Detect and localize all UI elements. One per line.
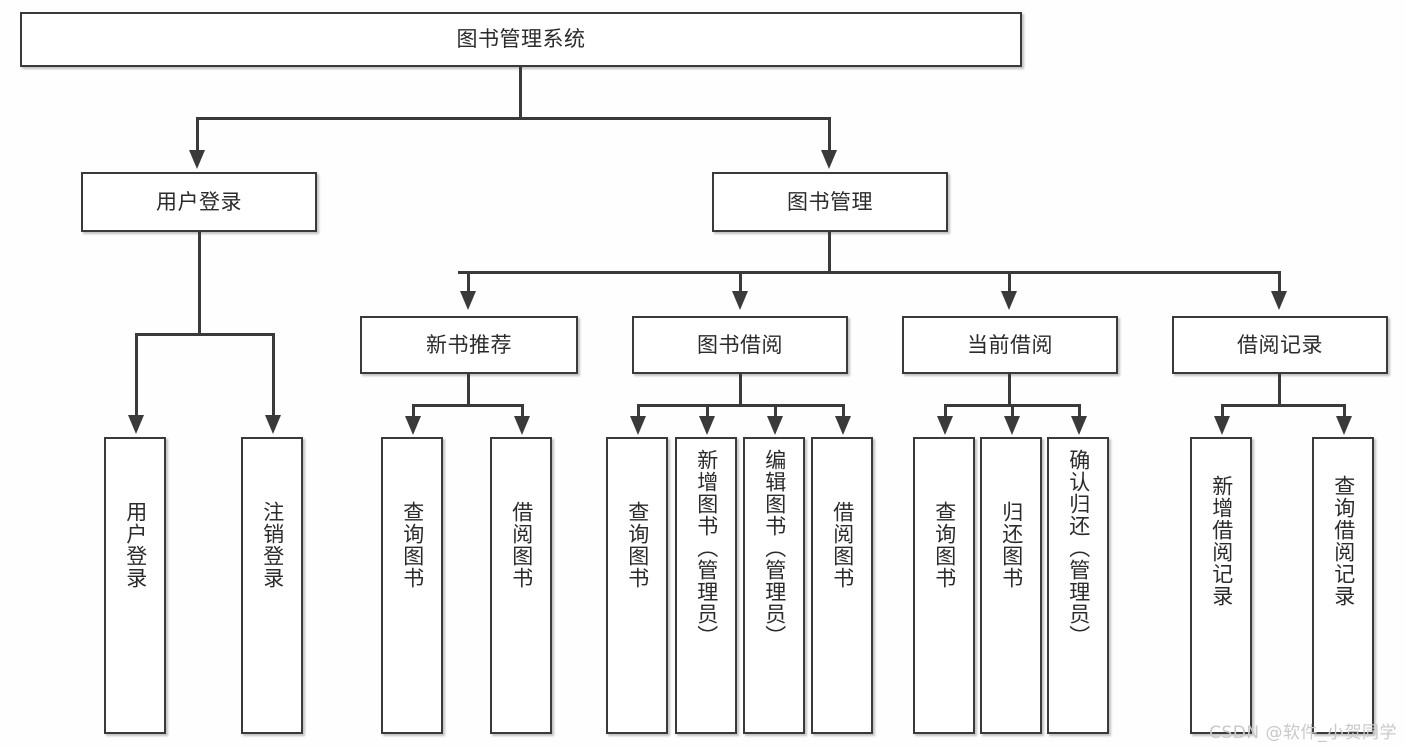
connector-borrow-record-child-1 (1221, 404, 1224, 418)
connector-book-manage-bar (458, 271, 1281, 274)
leaf-book-borrow-add[interactable]: 新增图书（管理员） (675, 437, 737, 734)
node-label: 查询图书 (400, 501, 425, 589)
arrow-book-borrow-child-4 (835, 416, 851, 435)
node-label: 归还图书 (999, 501, 1024, 589)
arrow-borrow-record-child-1 (1214, 416, 1230, 435)
node-label: 查询借阅记录 (1331, 475, 1356, 607)
connector-to-user-login (196, 117, 199, 152)
connector-book-borrow-stem (739, 374, 742, 406)
arrow-book-manage-child-2 (732, 291, 748, 310)
node-label: 借阅图书 (830, 501, 855, 589)
connector-book-borrow-child-2 (706, 404, 709, 418)
connector-borrow-record-bar (1221, 404, 1346, 407)
node-label: 图书管理 (787, 189, 873, 214)
arrow-book-manage-child-3 (1001, 291, 1017, 310)
connector-user-login-bar (135, 333, 275, 336)
arrow-borrow-record-child-2 (1336, 416, 1352, 435)
arrow-book-manage-child-1 (460, 291, 476, 310)
arrow-user-login-child-2 (265, 415, 281, 434)
node-label: 编辑图书（管理员） (762, 449, 787, 647)
arrow-book-borrow-child-2 (699, 416, 715, 435)
connector-new-book-stem (467, 374, 470, 406)
node-new-book-recommend[interactable]: 新书推荐 (360, 316, 578, 374)
node-label: 新增图书（管理员） (694, 449, 719, 647)
arrow-new-book-child-1 (405, 416, 421, 435)
leaf-book-borrow-borrow[interactable]: 借阅图书 (811, 437, 873, 734)
arrow-current-borrow-child-2 (1004, 416, 1020, 435)
node-label: 查询图书 (932, 501, 957, 589)
connector-book-manage-child-2 (739, 271, 742, 293)
node-root-system[interactable]: 图书管理系统 (20, 12, 1022, 67)
arrow-book-borrow-child-3 (767, 416, 783, 435)
connector-root-stem (519, 67, 522, 117)
connector-borrow-record-child-2 (1343, 404, 1346, 418)
leaf-user-login-login[interactable]: 用户登录 (104, 437, 166, 734)
node-label: 查询图书 (625, 501, 650, 589)
node-borrow-record[interactable]: 借阅记录 (1172, 316, 1388, 374)
connector-user-login-child-2 (272, 333, 275, 417)
connector-current-borrow-child-2 (1011, 404, 1014, 418)
node-label: 新书推荐 (426, 332, 512, 357)
arrow-to-user-login (189, 150, 205, 169)
node-label: 当前借阅 (967, 332, 1053, 357)
connector-new-book-child-1 (412, 404, 415, 418)
node-label: 用户登录 (156, 189, 242, 214)
node-label: 图书借阅 (697, 332, 783, 357)
connector-user-login-child-1 (135, 333, 138, 417)
leaf-current-borrow-query[interactable]: 查询图书 (913, 437, 975, 734)
connector-new-book-child-2 (521, 404, 524, 418)
connector-new-book-bar (412, 404, 524, 407)
connector-book-borrow-child-3 (774, 404, 777, 418)
leaf-current-borrow-confirm-return[interactable]: 确认归还（管理员） (1047, 437, 1109, 734)
connector-user-login-stem (198, 232, 201, 335)
node-label: 用户登录 (123, 501, 148, 589)
connector-current-borrow-stem (1008, 374, 1011, 406)
node-label: 借阅记录 (1237, 332, 1323, 357)
connector-book-manage-stem (828, 232, 831, 273)
arrow-new-book-child-2 (514, 416, 530, 435)
leaf-borrow-record-query[interactable]: 查询借阅记录 (1312, 437, 1374, 734)
arrow-current-borrow-child-3 (1071, 416, 1087, 435)
leaf-borrow-record-add[interactable]: 新增借阅记录 (1190, 437, 1252, 734)
leaf-new-book-borrow[interactable]: 借阅图书 (490, 437, 552, 734)
leaf-new-book-query[interactable]: 查询图书 (381, 437, 443, 734)
leaf-current-borrow-return[interactable]: 归还图书 (980, 437, 1042, 734)
connector-book-borrow-bar (637, 404, 845, 407)
arrow-user-login-child-1 (128, 415, 144, 434)
leaf-user-login-logout[interactable]: 注销登录 (241, 437, 303, 734)
node-current-borrow[interactable]: 当前借阅 (902, 316, 1118, 374)
node-label: 借阅图书 (509, 501, 534, 589)
leaf-book-borrow-edit[interactable]: 编辑图书（管理员） (743, 437, 805, 734)
node-label: 注销登录 (260, 501, 285, 589)
node-label: 图书管理系统 (456, 27, 586, 52)
arrow-book-manage-child-4 (1271, 291, 1287, 310)
watermark-text: CSDN @软件_小贺同学 (1209, 723, 1397, 743)
connector-to-book-manage (828, 117, 831, 152)
leaf-book-borrow-query[interactable]: 查询图书 (606, 437, 668, 734)
node-user-login[interactable]: 用户登录 (81, 172, 317, 232)
arrow-to-book-manage (821, 150, 837, 169)
connector-current-borrow-child-3 (1078, 404, 1081, 418)
connector-book-borrow-child-1 (637, 404, 640, 418)
connector-root-bar (196, 117, 830, 120)
connector-book-manage-child-3 (1008, 271, 1011, 293)
connector-book-manage-child-4 (1278, 271, 1281, 293)
connector-current-borrow-child-1 (944, 404, 947, 418)
node-book-management[interactable]: 图书管理 (712, 172, 948, 232)
arrow-current-borrow-child-1 (937, 416, 953, 435)
arrow-book-borrow-child-1 (630, 416, 646, 435)
connector-book-manage-child-1 (467, 271, 470, 293)
node-label: 确认归还（管理员） (1066, 449, 1091, 647)
node-label: 新增借阅记录 (1209, 475, 1234, 607)
connector-book-borrow-child-4 (842, 404, 845, 418)
connector-borrow-record-stem (1278, 374, 1281, 406)
node-book-borrow[interactable]: 图书借阅 (632, 316, 848, 374)
